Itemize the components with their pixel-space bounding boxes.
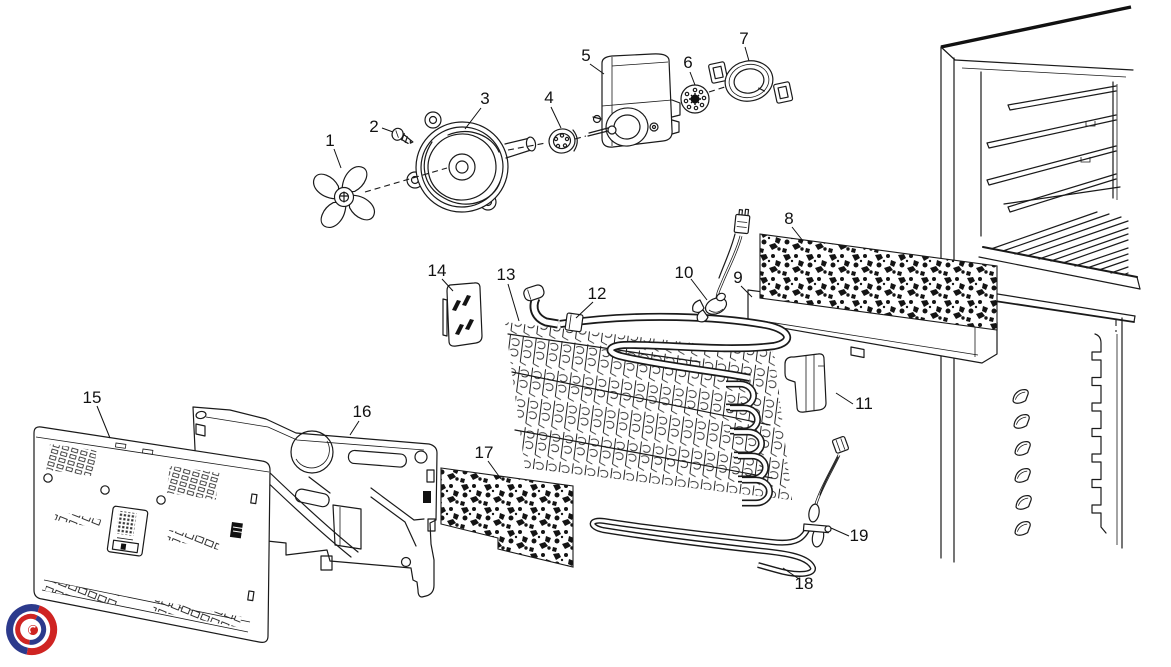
part-retainer-block	[442, 282, 483, 347]
part-callouts: 1 2 3 4 5 6 7 8 9 10 11 12 13 14 15 16 1…	[83, 29, 873, 593]
part-number-16: 16	[353, 402, 372, 421]
part-mounting-bracket	[784, 353, 827, 413]
callout-14: 14	[428, 261, 454, 292]
part-fan-shroud	[406, 111, 537, 213]
part-rear-access-panel	[33, 426, 271, 643]
part-sensor-clamp	[802, 435, 850, 548]
part-number-18: 18	[795, 574, 814, 593]
callout-1: 1	[325, 131, 342, 169]
part-number-14: 14	[428, 261, 447, 280]
freezer-back-panel	[1012, 317, 1123, 549]
part-number-17: 17	[475, 443, 494, 462]
part-number-10: 10	[675, 263, 694, 282]
refrigerator-cabinet	[940, 5, 1141, 563]
part-insulation-pad	[440, 467, 574, 568]
part-number-12: 12	[588, 284, 607, 303]
part-number-13: 13	[497, 265, 516, 284]
callout-9: 9	[733, 268, 753, 298]
callout-2: 2	[369, 117, 394, 136]
part-temperature-sensor	[692, 208, 751, 323]
callout-4: 4	[544, 88, 562, 129]
part-number-3: 3	[480, 89, 489, 108]
callout-6: 6	[683, 53, 696, 86]
vent-grille	[46, 444, 97, 477]
callout-17: 17	[475, 443, 502, 480]
part-fan-blade	[313, 166, 375, 228]
shelf-rails	[986, 85, 1117, 213]
part-number-9: 9	[733, 268, 742, 287]
part-number-19: 19	[850, 526, 869, 545]
sensor-plug	[733, 208, 751, 235]
part-number-6: 6	[683, 53, 692, 72]
part-number-15: 15	[83, 388, 102, 407]
brand-logo	[6, 604, 58, 656]
callout-8: 8	[784, 209, 804, 242]
callout-16: 16	[349, 402, 372, 436]
part-number-1: 1	[325, 131, 334, 150]
part-number-11: 11	[855, 394, 873, 413]
part-number-8: 8	[784, 209, 793, 228]
part-insulation-strip	[759, 233, 998, 331]
callout-7: 7	[739, 29, 750, 62]
part-defrost-heater-tube	[593, 521, 813, 574]
drain-grille	[229, 522, 244, 539]
part-tube-fitting	[564, 312, 584, 333]
vent-louvers	[1012, 389, 1032, 536]
callout-19: 19	[830, 526, 869, 545]
callout-11: 11	[835, 392, 873, 413]
tube-end-cap	[523, 284, 545, 302]
part-number-4: 4	[544, 88, 553, 107]
callout-13: 13	[497, 265, 520, 322]
part-air-duct-foam-panel	[192, 406, 438, 598]
part-screw	[391, 127, 414, 145]
callout-12: 12	[575, 284, 607, 319]
callout-3: 3	[464, 89, 490, 130]
part-number-5: 5	[581, 46, 590, 65]
sensor-connector	[831, 435, 850, 454]
part-motor-clamp-bracket	[708, 60, 794, 104]
callout-15: 15	[83, 388, 111, 439]
wire-shelf	[978, 186, 1141, 323]
rating-label-plate	[106, 505, 149, 557]
callout-10: 10	[675, 263, 708, 301]
vent-grille	[166, 466, 220, 500]
callout-5: 5	[581, 46, 605, 75]
part-motor-mount-disc	[680, 84, 710, 114]
part-fan-motor	[587, 53, 681, 148]
assembly-axis-lines	[364, 85, 729, 193]
part-number-7: 7	[739, 29, 748, 48]
part-motor-grommet	[548, 128, 578, 154]
part-number-2: 2	[369, 117, 378, 136]
callout-18: 18	[782, 567, 814, 593]
part-evaporator-coil	[505, 284, 792, 503]
